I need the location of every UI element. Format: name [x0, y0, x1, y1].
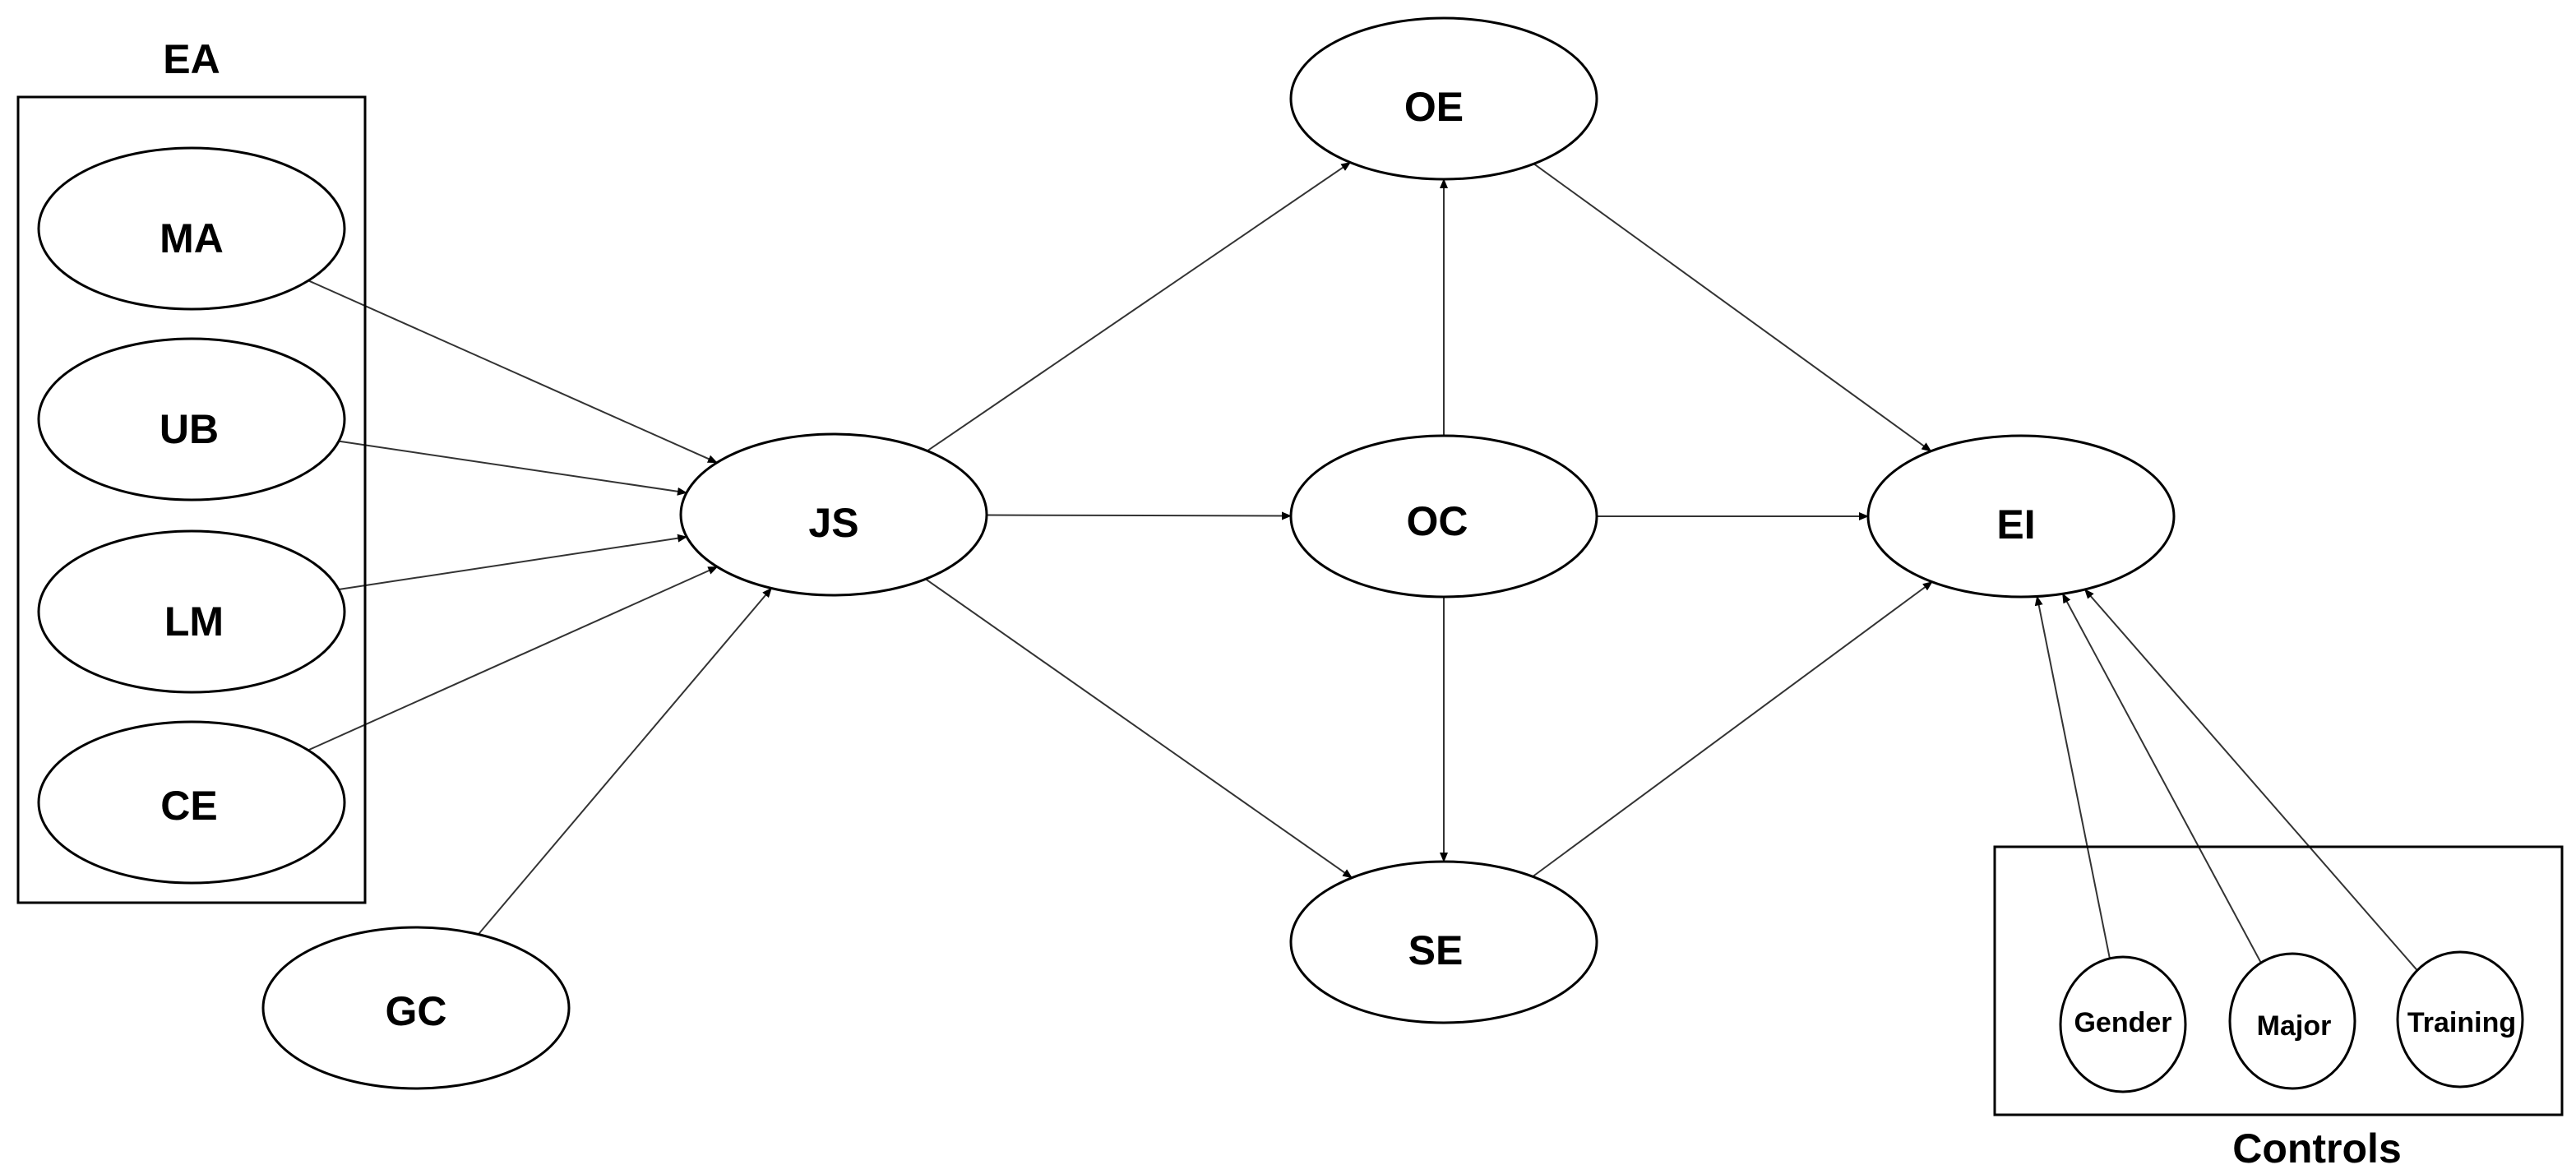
- node-gender: Gender: [2059, 955, 2187, 1093]
- arrow-training-to-ei: [2083, 589, 2418, 971]
- node-ce: CE: [37, 720, 346, 885]
- node-gc-label: GC: [386, 988, 447, 1034]
- arrow-lm-to-js: [338, 534, 688, 590]
- node-training-label: Training: [2407, 1007, 2516, 1038]
- node-ub: UB: [37, 337, 346, 501]
- controls-group-label: Controls: [2232, 1125, 2402, 1172]
- controls-group-box: [1993, 845, 2564, 1116]
- node-lm: LM: [37, 529, 346, 694]
- controls-group: Controls: [1993, 845, 2564, 1172]
- arrow-ce-to-js: [308, 566, 719, 751]
- node-training: Training: [2396, 950, 2524, 1088]
- node-gender-label: Gender: [2074, 1007, 2171, 1038]
- arrow-oe-to-ei: [1533, 163, 1932, 452]
- node-oe: OE: [1289, 16, 1598, 181]
- ea-group-label: EA: [163, 36, 220, 82]
- arrow-ub-to-js: [338, 440, 687, 496]
- node-major: Major: [2228, 952, 2356, 1090]
- node-ei: EI: [1866, 434, 2176, 599]
- node-gc: GC: [261, 926, 571, 1090]
- node-js-label: JS: [808, 500, 858, 546]
- arrow-js-to-se: [925, 578, 1353, 879]
- arrow-gc-to-js: [478, 587, 772, 936]
- arrow-js-to-oe: [927, 161, 1352, 452]
- ea-group-box: [16, 95, 367, 904]
- arrow-ma-to-js: [308, 280, 718, 464]
- arrow-se-to-ei: [1532, 580, 1933, 878]
- node-oe-label: OE: [1404, 84, 1464, 130]
- arrow-gender-to-ei: [2034, 595, 2111, 959]
- edges-layer: [308, 161, 2418, 971]
- node-oc-label: OC: [1407, 498, 1468, 544]
- node-ce-label: CE: [160, 783, 217, 829]
- node-ma: MA: [37, 146, 346, 311]
- ea-group: EA: [16, 36, 367, 904]
- node-lm-label: LM: [164, 599, 224, 645]
- arrow-major-to-ei: [2061, 593, 2262, 964]
- node-ub-label: UB: [160, 406, 219, 452]
- node-ma-label: MA: [160, 215, 224, 261]
- node-oc: OC: [1289, 434, 1598, 599]
- node-se-label: SE: [1408, 927, 1464, 973]
- node-ei-label: EI: [1996, 501, 2035, 548]
- node-major-label: Major: [2257, 1010, 2332, 1042]
- arrow-js-to-oc: [986, 511, 1293, 520]
- node-js: JS: [679, 432, 988, 597]
- node-se: SE: [1289, 860, 1598, 1024]
